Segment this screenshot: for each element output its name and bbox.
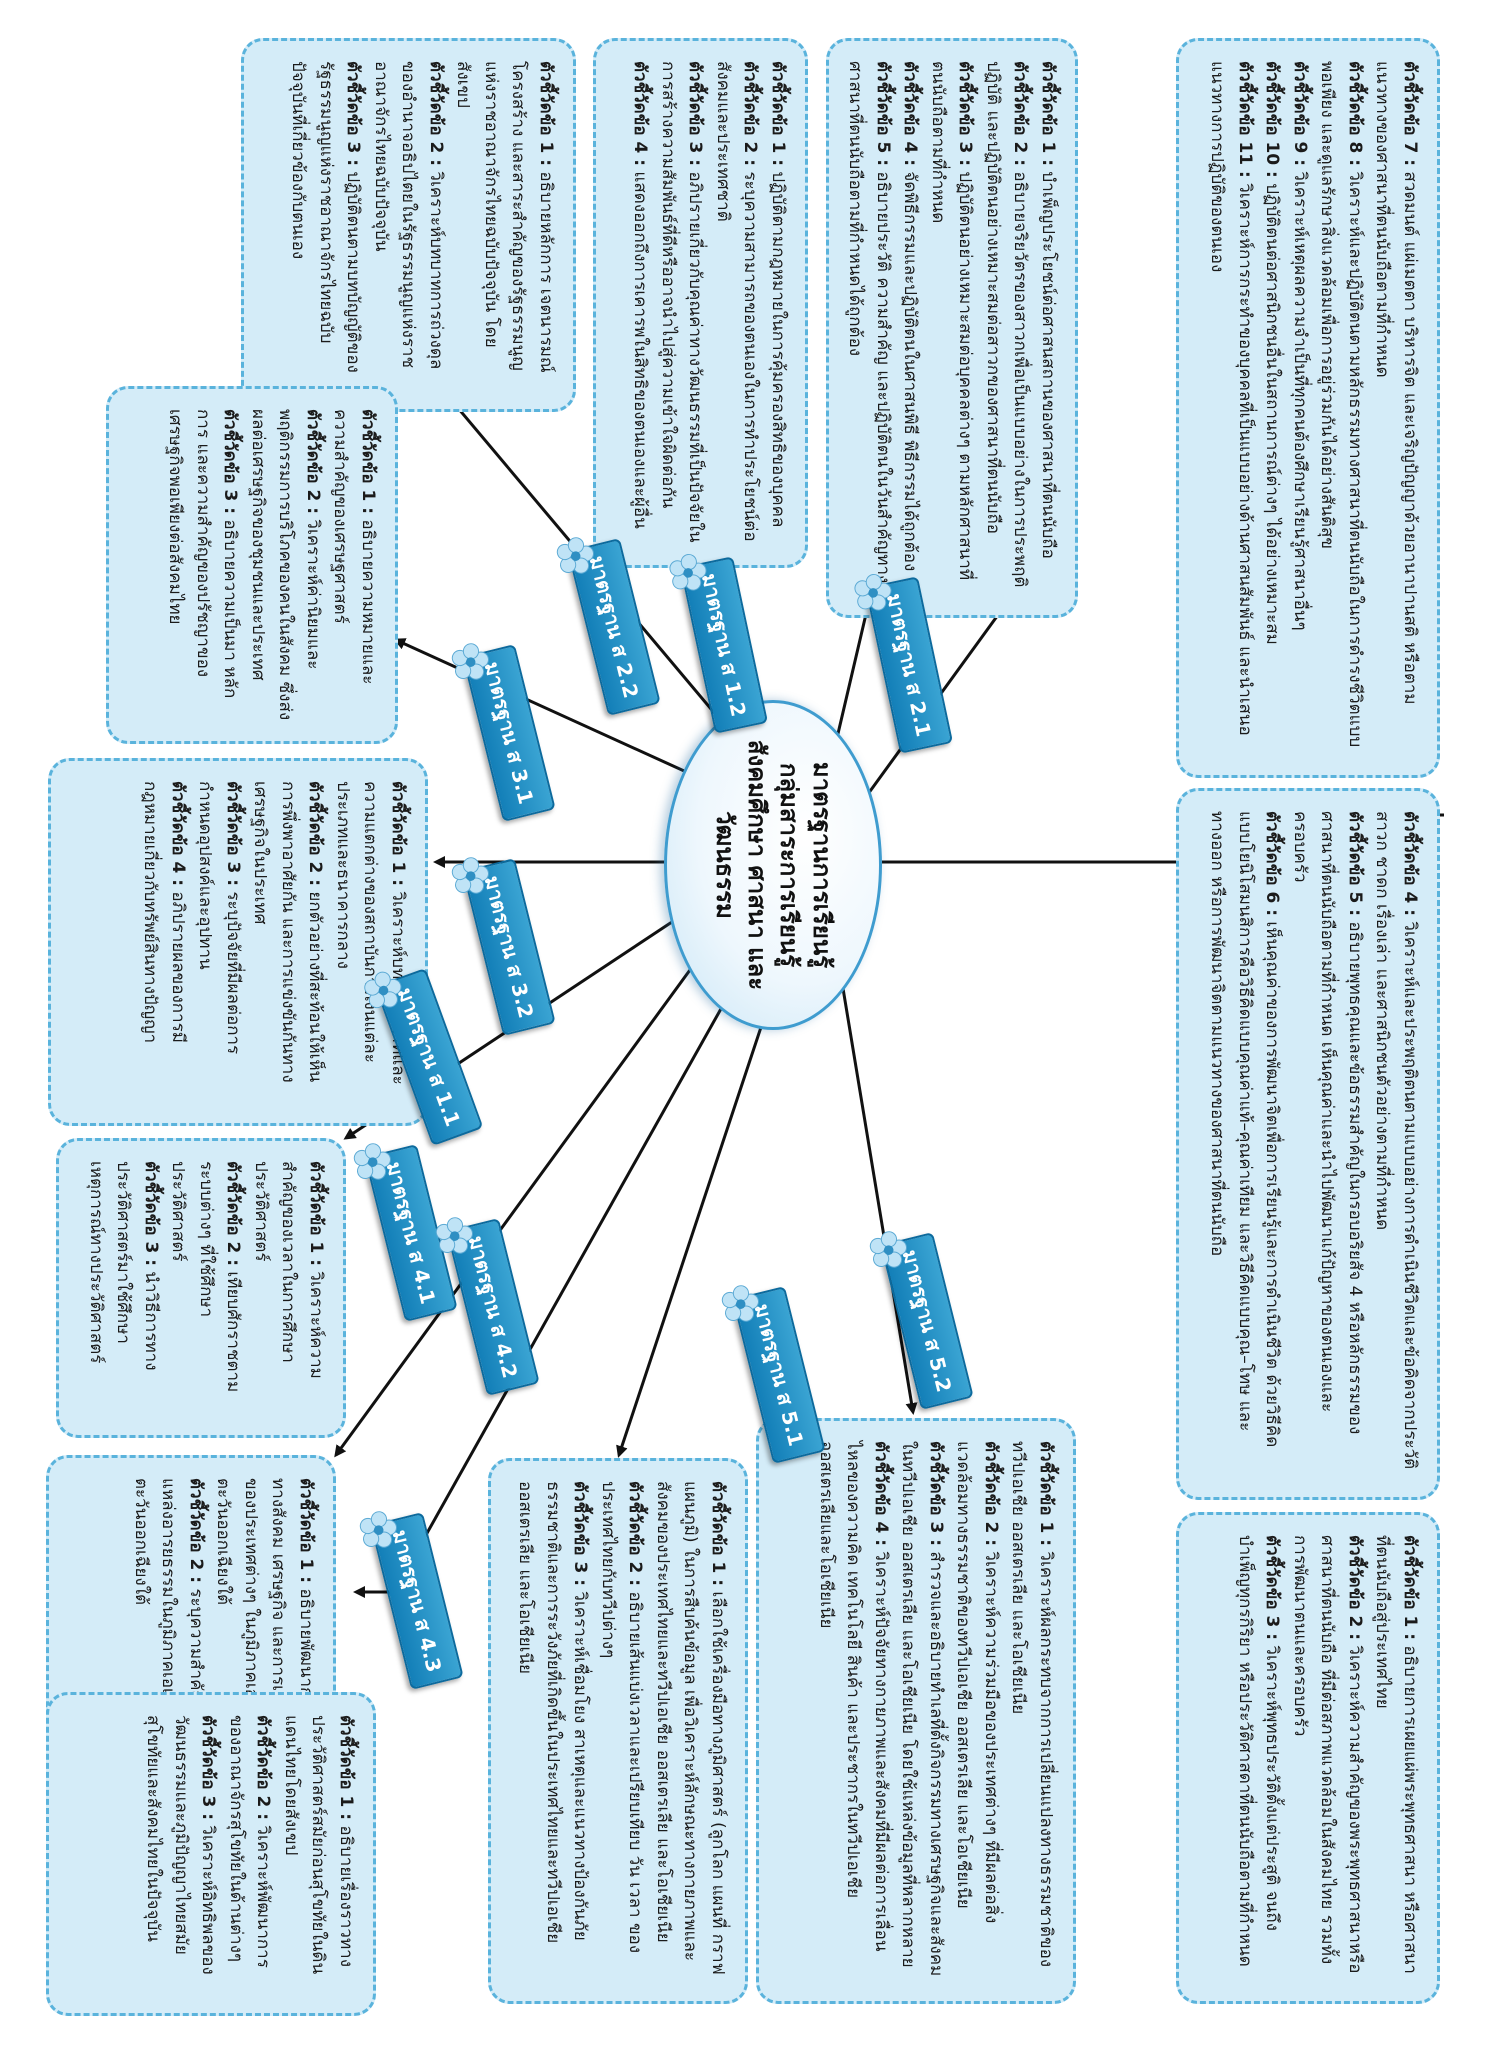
box-s41-indicators: ตัวชี้วัดข้อ 1 : วิเคราะห์ความสำคัญของเว… [56, 1138, 346, 1438]
flower-icon [669, 553, 707, 591]
center-title-line: สังคมศึกษา ศาสนา และ [743, 739, 771, 991]
flower-icon [854, 573, 892, 611]
connector-s51 [616, 981, 778, 1458]
indicator: ตัวชี้วัดข้อ 1 : บำเพ็ญประโยชน์ต่อศาสนสถ… [1038, 61, 1058, 559]
indicator: ตัวชี้วัดข้อ 8 : วิเคราะห์และปฏิบัติตนตา… [1317, 61, 1365, 748]
indicator: ตัวชี้วัดข้อ 2 : วิเคราะห์ค่านิยมและพฤติ… [247, 409, 323, 721]
indicator: ตัวชี้วัดข้อ 2 : อธิบายเส้นแบ่งเวลาและเป… [597, 1481, 646, 1954]
indicator: ตัวชี้วัดข้อ 7 : สวดมนต์ แผ่เมตตา บริหาร… [1372, 61, 1420, 705]
flower-icon [869, 1231, 907, 1268]
box-s22-indicators: ตัวชี้วัดข้อ 1 : อธิบายหลักการ เจตนารมณ์… [241, 38, 576, 412]
indicator: ตัวชี้วัดข้อ 3 : วิเคราะห์พุทธประวัติตั้… [1234, 1535, 1283, 1967]
indicator: ตัวชี้วัดข้อ 2 : ยกตัวอย่างที่สะท้อนให้เ… [250, 781, 326, 1083]
center-title-line: มาตรฐานการเรียนรู้ [807, 761, 836, 969]
indicator: ตัวชี้วัดข้อ 4 : แสดงออกถึงการเคารพในสิท… [630, 61, 651, 529]
connector-s31 [393, 638, 727, 792]
indicator: ตัวชี้วัดข้อ 1 : อธิบายเรื่องราวทางประวั… [280, 1715, 356, 1975]
indicator: ตัวชี้วัดข้อ 3 : วิเคราะห์เชื่อมโยง สาเห… [515, 1481, 591, 1944]
standard-tag-s41: มาตรฐาน ส 4.1 [353, 1143, 458, 1323]
box-s43-indicators: ตัวชี้วัดข้อ 1 : อธิบายเรื่องราวทางประวั… [46, 1692, 376, 2016]
indicator: ตัวชี้วัดข้อ 9 : วิเคราะห์เหตุผลความจำเป… [1289, 61, 1310, 631]
standard-tag-s12: มาตรฐาน ส 1.2 [669, 553, 769, 734]
indicator: ตัวชี้วัดข้อ 3 : วิเคราะห์อิทธิพลของวัฒน… [143, 1715, 219, 1975]
box-s11-indicators-7-11: ตัวชี้วัดข้อ 7 : สวดมนต์ แผ่เมตตา บริหาร… [1176, 38, 1440, 778]
center-title-line: กลุ่มสาระการเรียนรู้ [775, 762, 804, 968]
indicator: ตัวชี้วัดข้อ 4 : วิเคราะห์ปัจจัยทางกายภา… [815, 1441, 891, 1952]
connector-s52 [834, 945, 918, 1415]
indicator: ตัวชี้วัดข้อ 10 : ปฏิบัติตนต่อศาสนิกชนอื… [1262, 61, 1283, 645]
standard-tag-s42: มาตรฐาน ส 4.2 [435, 1217, 540, 1397]
flower-icon [353, 1143, 391, 1180]
indicator: ตัวชี้วัดข้อ 3 : ปฏิบัติตนตามบทบัญญัติขอ… [288, 61, 364, 373]
indicator: ตัวชี้วัดข้อ 2 : วิเคราะห์ความสำคัญของพร… [1289, 1535, 1365, 1974]
connector-s43 [392, 981, 738, 1593]
standard-tag-s32: มาตรฐาน ส 3.2 [451, 857, 556, 1037]
indicator: ตัวชี้วัดข้อ 3 : อภิปรายเกี่ยวกับคุณค่าท… [657, 61, 706, 543]
box-s52-indicators: ตัวชี้วัดข้อ 1 : วิเคราะห์ผลกระทบจากการเ… [756, 1418, 1076, 2004]
indicator: ตัวชี้วัดข้อ 3 : ปฏิบัติตนอย่างเหมาะสมต่… [927, 61, 976, 581]
box-s31-indicators: ตัวชี้วัดข้อ 1 : อธิบายความหมายและความสำ… [106, 386, 398, 744]
indicator: ตัวชี้วัดข้อ 1 : เลือกใช้เครื่องมือทางภู… [652, 1481, 728, 1975]
flower-icon [359, 1511, 397, 1548]
indicator: ตัวชี้วัดข้อ 3 : สำรวจและอธิบายทำเลที่ตั… [898, 1441, 946, 1977]
box-s32-indicators: ตัวชี้วัดข้อ 1 : วิเคราะห์บทบาทหน้าที่แล… [48, 758, 428, 1126]
indicator: ตัวชี้วัดข้อ 4 : จัดพิธีกรรมและปฏิบัติตน… [900, 61, 921, 572]
indicator: ตัวชี้วัดข้อ 6 : เห็นคุณค่าของการพัฒนาจิ… [1207, 811, 1283, 1448]
indicator: ตัวชี้วัดข้อ 2 : วิเคราะห์ความร่วมมือของ… [953, 1441, 1001, 1924]
flower-icon [451, 643, 489, 680]
standard-tag-s21: มาตรฐาน ส 2.1 [854, 573, 954, 754]
indicator: ตัวชี้วัดข้อ 2 : ระบุความสามารถของตนเองใ… [712, 61, 761, 542]
indicator: ตัวชี้วัดข้อ 2 : วิเคราะห์พัฒนาการของอาณ… [225, 1715, 274, 1968]
indicator: ตัวชี้วัดข้อ 2 : วิเคราะห์บทบาทการถ่วงดุ… [370, 61, 446, 370]
box-s11-indicators-4-6: ตัวชี้วัดข้อ 4 : วิเคราะห์และประพฤติตนตา… [1176, 788, 1440, 1500]
indicator: ตัวชี้วัดข้อ 1 : อธิบายหลักการ เจตนารมณ์… [453, 61, 556, 373]
flower-icon [556, 537, 594, 574]
flower-icon [451, 857, 489, 894]
center-title-line: วัฒนธรรม [710, 811, 739, 919]
flower-icon [721, 1285, 759, 1322]
indicator: ตัวชี้วัดข้อ 3 : อธิบายความเป็นมา หลักกา… [165, 409, 241, 699]
box-s51-indicators: ตัวชี้วัดข้อ 1 : เลือกใช้เครื่องมือทางภู… [488, 1458, 748, 2004]
indicator: ตัวชี้วัดข้อ 1 : อธิบายการเผยแผ่พระพุทธศ… [1372, 1535, 1420, 1974]
standard-tag-s52: มาตรฐาน ส 5.2 [869, 1231, 974, 1411]
indicator: ตัวชี้วัดข้อ 1 : ปฏิบัติตามกฎหมายในการคุ… [768, 61, 788, 528]
indicator: ตัวชี้วัดข้อ 2 : อธิบายจริยวัตรของสาวกเพ… [982, 61, 1031, 588]
standard-tag-s51: มาตรฐาน ส 5.1 [721, 1285, 826, 1465]
standard-tag-s43: มาตรฐาน ส 4.3 [359, 1511, 464, 1691]
indicator: ตัวชี้วัดข้อ 3 : ระบุปัจจัยที่มีผลต่อการ… [195, 781, 243, 1055]
indicator: ตัวชี้วัดข้อ 1 : อธิบายความหมายและความสำ… [330, 409, 378, 685]
indicator: ตัวชี้วัดข้อ 1 : วิเคราะห์ความสำคัญของเว… [250, 1161, 326, 1379]
indicator: ตัวชี้วัดข้อ 3 : นำวิธีการทางประวัติศาสต… [85, 1161, 161, 1371]
connector-s42 [334, 947, 708, 1458]
standard-tag-s11: มาตรฐาน ส 1.1 [364, 967, 484, 1147]
box-s12-indicators: ตัวชี้วัดข้อ 1 : บำเพ็ญประโยชน์ต่อศาสนสถ… [826, 38, 1078, 618]
indicator: ตัวชี้วัดข้อ 4 : อภิปรายผลของการมีกฎหมาย… [140, 781, 188, 1044]
standard-tag-s22: มาตรฐาน ส 2.2 [556, 537, 661, 717]
standard-tag-s31: มาตรฐาน ส 3.1 [451, 643, 556, 823]
box-s11-indicators-1-3: ตัวชี้วัดข้อ 1 : อธิบายการเผยแผ่พระพุทธศ… [1176, 1512, 1440, 2004]
center-title: มาตรฐานการเรียนรู้ กลุ่มสาระการเรียนรู้ … [664, 700, 882, 1030]
indicator: ตัวชี้วัดข้อ 5 : อธิบายประวัติ ความสำคัญ… [845, 61, 893, 584]
box-s21-indicators: ตัวชี้วัดข้อ 1 : ปฏิบัติตามกฎหมายในการคุ… [593, 38, 808, 568]
indicator: ตัวชี้วัดข้อ 2 : เทียบศักราชตามระบบต่างๆ… [168, 1161, 244, 1393]
flower-icon [435, 1217, 473, 1254]
flower-icon [364, 971, 402, 1009]
indicator: ตัวชี้วัดข้อ 5 : อธิบายพุทธคุณและข้อธรรม… [1289, 811, 1365, 1435]
indicator: ตัวชี้วัดข้อ 1 : วิเคราะห์ผลกระทบจากการเ… [1008, 1441, 1056, 1968]
indicator: ตัวชี้วัดข้อ 11 : วิเคราะห์การกระทำของบุ… [1207, 61, 1255, 736]
indicator: ตัวชี้วัดข้อ 4 : วิเคราะห์และประพฤติตนตา… [1372, 811, 1420, 1470]
